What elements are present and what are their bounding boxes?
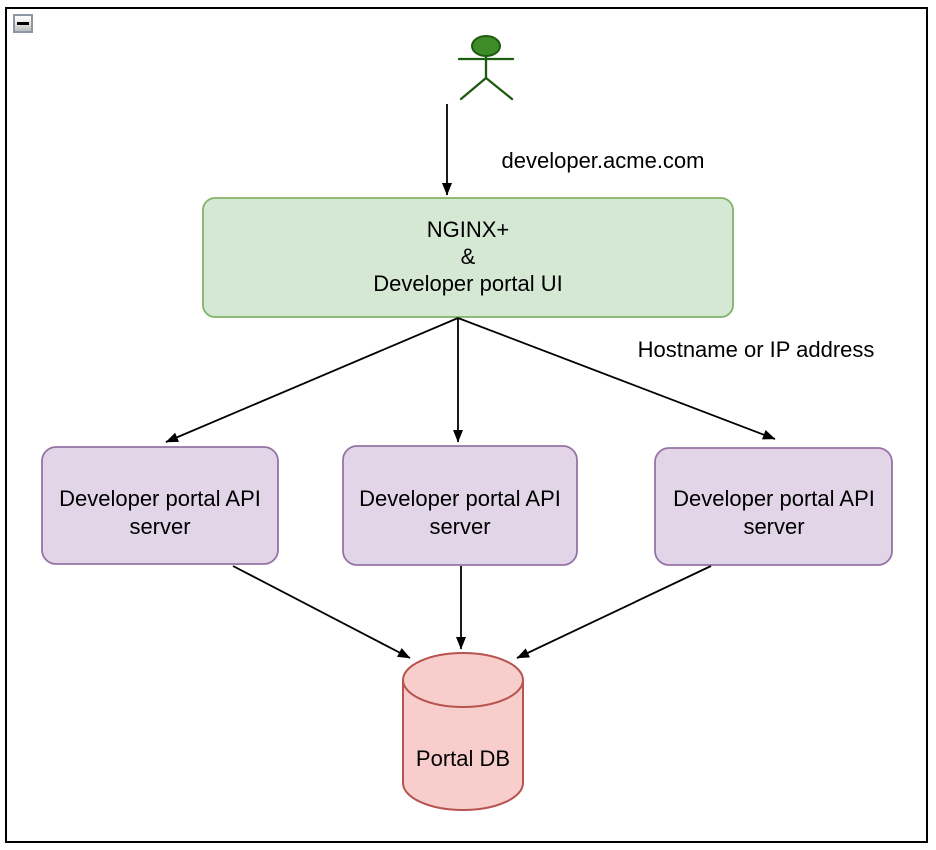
api-server-1-label-line2: server: [129, 514, 190, 539]
node-api-server-1[interactable]: Developer portal API server: [41, 446, 279, 565]
node-api-server-2[interactable]: Developer portal API server: [342, 445, 578, 566]
api-server-3-label-line1: Developer portal API: [673, 486, 875, 511]
edge-api-3-to-db[interactable]: [516, 565, 712, 659]
actor-leg-right: [484, 76, 514, 101]
api-server-3-box: [654, 447, 893, 566]
nginx-box: [202, 197, 734, 318]
db-cylinder-rim: [402, 679, 524, 708]
api-server-2-label-line1: Developer portal API: [359, 486, 561, 511]
api-server-2-label-line2: server: [429, 514, 490, 539]
actor-head: [471, 35, 501, 57]
db-cylinder-body: [402, 652, 524, 811]
api-server-1-label-line1: Developer portal API: [59, 486, 261, 511]
node-nginx-portal-ui[interactable]: NGINX+ & Developer portal UI: [202, 197, 734, 318]
collapse-minus-icon: [17, 22, 29, 25]
user-actor-icon[interactable]: [457, 35, 515, 101]
nginx-label-line1: NGINX+: [427, 217, 510, 242]
db-label: Portal DB: [416, 746, 510, 771]
collapse-button[interactable]: [13, 14, 33, 33]
nginx-label-line3: Developer portal UI: [373, 271, 563, 296]
edge-label-domain[interactable]: developer.acme.com: [502, 148, 705, 173]
edge-nginx-to-api-3[interactable]: [457, 317, 776, 440]
api-server-2-box: [342, 445, 578, 566]
actor-leg-left: [459, 76, 488, 101]
node-portal-db[interactable]: Portal DB: [402, 652, 524, 811]
api-server-1-box: [41, 446, 279, 565]
nginx-label-line2: &: [461, 244, 476, 269]
node-api-server-3[interactable]: Developer portal API server: [654, 447, 893, 566]
edge-label-hostname[interactable]: Hostname or IP address: [638, 337, 875, 362]
api-server-3-label-line2: server: [743, 514, 804, 539]
edge-nginx-to-api-1[interactable]: [165, 317, 459, 443]
edge-api-1-to-db[interactable]: [232, 565, 411, 659]
